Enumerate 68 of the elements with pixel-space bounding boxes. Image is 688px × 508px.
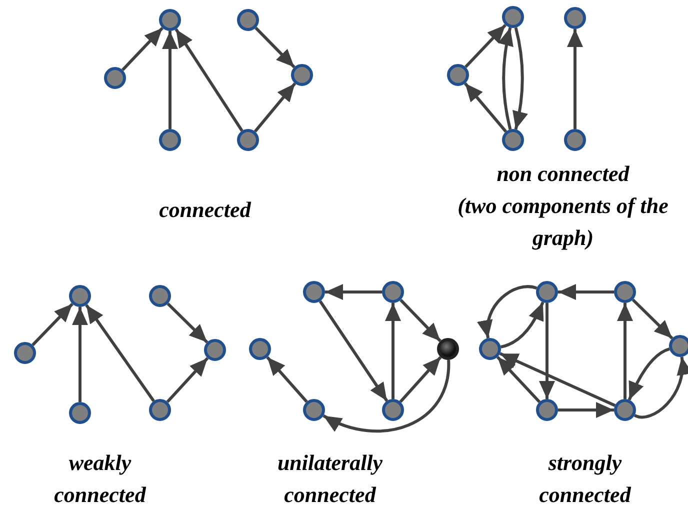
graph-vertex xyxy=(237,129,259,151)
graph-vertex xyxy=(382,399,404,421)
arrow xyxy=(174,28,244,132)
graph-vertex xyxy=(614,399,636,421)
graph-vertex xyxy=(149,399,171,421)
graph-vertex xyxy=(564,7,586,29)
arrow xyxy=(121,26,164,72)
graph-vertex xyxy=(564,129,586,151)
graph-vertex xyxy=(159,129,181,151)
graph-vertex xyxy=(502,129,524,151)
arrow xyxy=(628,348,670,400)
arrow xyxy=(464,24,507,68)
graph-vertex xyxy=(479,338,501,360)
graph-vertex xyxy=(69,285,91,307)
graph-vertex xyxy=(237,9,259,31)
graph-vertex xyxy=(502,6,524,28)
arrow xyxy=(498,27,514,130)
arrow xyxy=(254,26,296,68)
graph-vertex xyxy=(69,402,91,424)
arrow xyxy=(325,284,382,300)
arrow xyxy=(72,307,88,402)
arrow xyxy=(399,356,442,403)
arrow xyxy=(634,356,688,418)
arrow xyxy=(617,303,633,399)
arrow xyxy=(478,285,538,338)
arrow xyxy=(499,352,616,407)
caption: strongly connected xyxy=(538,449,632,508)
arrow xyxy=(166,302,208,344)
arrow xyxy=(539,303,555,399)
graph-vertex xyxy=(669,335,688,357)
arrow xyxy=(512,27,528,130)
arrow xyxy=(385,303,401,399)
arrow xyxy=(266,356,308,403)
arrow xyxy=(254,82,296,132)
arrow xyxy=(464,82,508,133)
graph-vertex xyxy=(536,399,558,421)
graph-vertex xyxy=(382,281,404,303)
arrow xyxy=(500,302,544,348)
graph-vertex xyxy=(14,342,36,364)
graph-vertex xyxy=(303,281,325,303)
graph-vertex xyxy=(204,339,226,361)
arrow xyxy=(558,402,614,418)
arrow xyxy=(166,357,209,403)
graph-vertex xyxy=(249,338,271,360)
arrow xyxy=(496,356,541,403)
graph-vertex xyxy=(437,338,459,360)
graph-vertex xyxy=(447,64,469,86)
graph-vertex xyxy=(159,9,181,31)
arrow xyxy=(85,304,155,402)
graph-vertex xyxy=(614,281,636,303)
arrow xyxy=(400,298,442,342)
graph-vertex xyxy=(104,67,126,89)
arrow xyxy=(162,31,178,129)
arrow xyxy=(632,298,674,340)
caption: weakly connected xyxy=(53,449,147,508)
graph-vertex xyxy=(291,64,313,86)
arrow xyxy=(567,29,583,129)
caption: non connected xyxy=(496,160,630,188)
arrow xyxy=(318,300,388,402)
graph-vertex xyxy=(303,399,325,421)
arrow xyxy=(322,360,450,432)
arrow xyxy=(558,284,614,300)
caption: unilaterally connected xyxy=(276,449,384,508)
caption: connected xyxy=(158,196,252,224)
arrow xyxy=(32,302,74,346)
caption: (two components of the graph) xyxy=(456,192,670,252)
graph-vertex xyxy=(149,285,171,307)
graph-vertex xyxy=(536,281,558,303)
